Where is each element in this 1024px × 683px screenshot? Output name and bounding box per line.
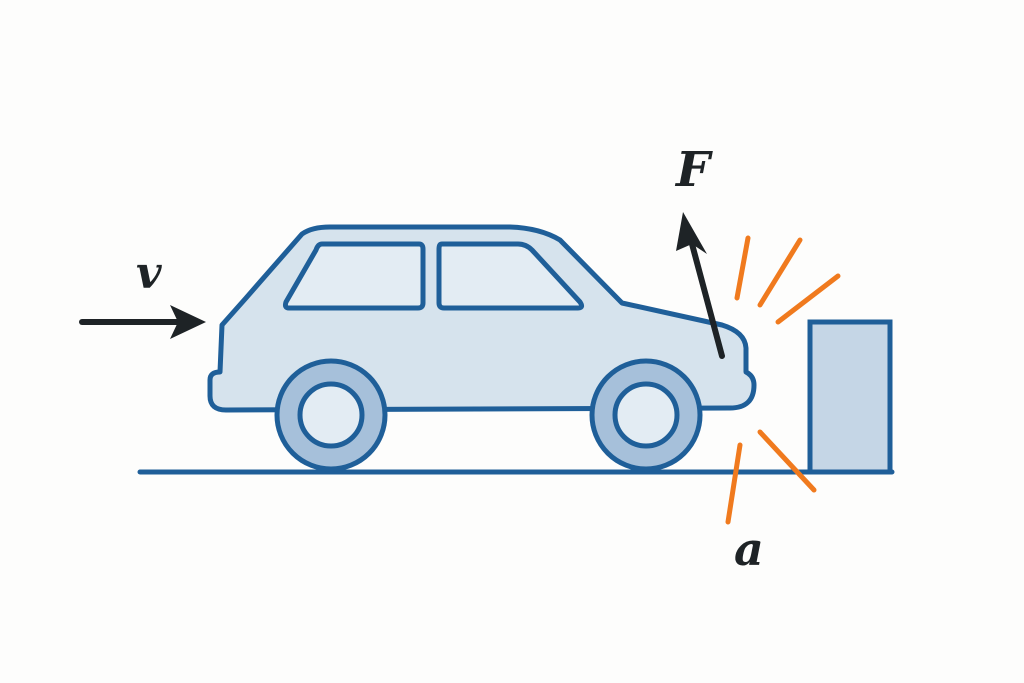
rear-wheel xyxy=(274,358,388,472)
velocity-label: v xyxy=(136,248,162,299)
front-wheel xyxy=(589,358,703,472)
arrow-up-icon xyxy=(676,212,725,359)
front-window xyxy=(282,241,426,311)
arrow-right-icon xyxy=(79,305,206,339)
rear-window xyxy=(436,241,585,311)
force-label: F xyxy=(676,142,711,198)
acceleration-label: a xyxy=(734,522,764,576)
wall-obstacle xyxy=(807,319,893,475)
impact-burst-icon xyxy=(725,235,841,525)
